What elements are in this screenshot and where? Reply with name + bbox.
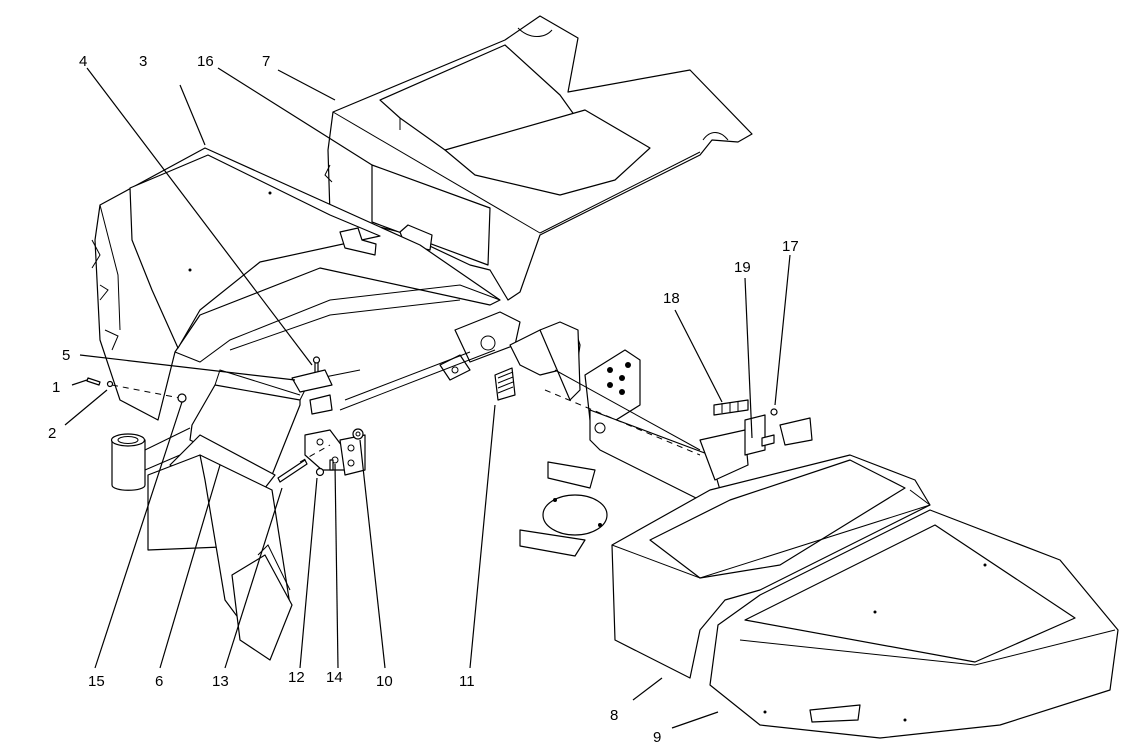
callout-12: 12 <box>288 669 305 686</box>
callout-16: 16 <box>197 53 214 70</box>
part-9-rear-panel <box>709 509 1119 739</box>
part-16-decal <box>371 164 491 266</box>
callout-8: 8 <box>610 707 618 724</box>
part-12-nut <box>315 467 325 477</box>
center-frame <box>339 311 749 501</box>
callout-1: 1 <box>52 379 60 396</box>
callout-7: 7 <box>262 53 270 70</box>
callout-10: 10 <box>376 673 393 690</box>
part-3-left-fender <box>91 147 501 421</box>
part-6-left-panel <box>147 369 361 661</box>
callout-5: 5 <box>62 347 70 364</box>
callout-14: 14 <box>326 669 343 686</box>
callout-9: 9 <box>653 729 661 746</box>
callout-labels: 1 2 3 4 5 16 7 15 6 13 12 14 10 11 8 9 1… <box>48 53 799 746</box>
callout-2: 2 <box>48 425 56 442</box>
callout-4: 4 <box>79 53 87 70</box>
part-18-roller <box>713 399 749 416</box>
callout-15: 15 <box>88 673 105 690</box>
leader-lines <box>64 67 791 729</box>
callout-3: 3 <box>139 53 147 70</box>
callout-17: 17 <box>782 238 799 255</box>
part-8-right-fender <box>611 454 931 679</box>
part-7-upper-cover <box>324 15 753 301</box>
part-13-bolt <box>277 459 308 483</box>
callout-18: 18 <box>663 290 680 307</box>
callout-6: 6 <box>155 673 163 690</box>
loose-pieces <box>519 461 608 557</box>
part-5-bracket <box>291 369 333 393</box>
callout-13: 13 <box>212 673 229 690</box>
hardware-left <box>86 356 366 483</box>
callout-19: 19 <box>734 259 751 276</box>
callout-11: 11 <box>459 673 475 690</box>
hardware-right <box>713 399 813 456</box>
